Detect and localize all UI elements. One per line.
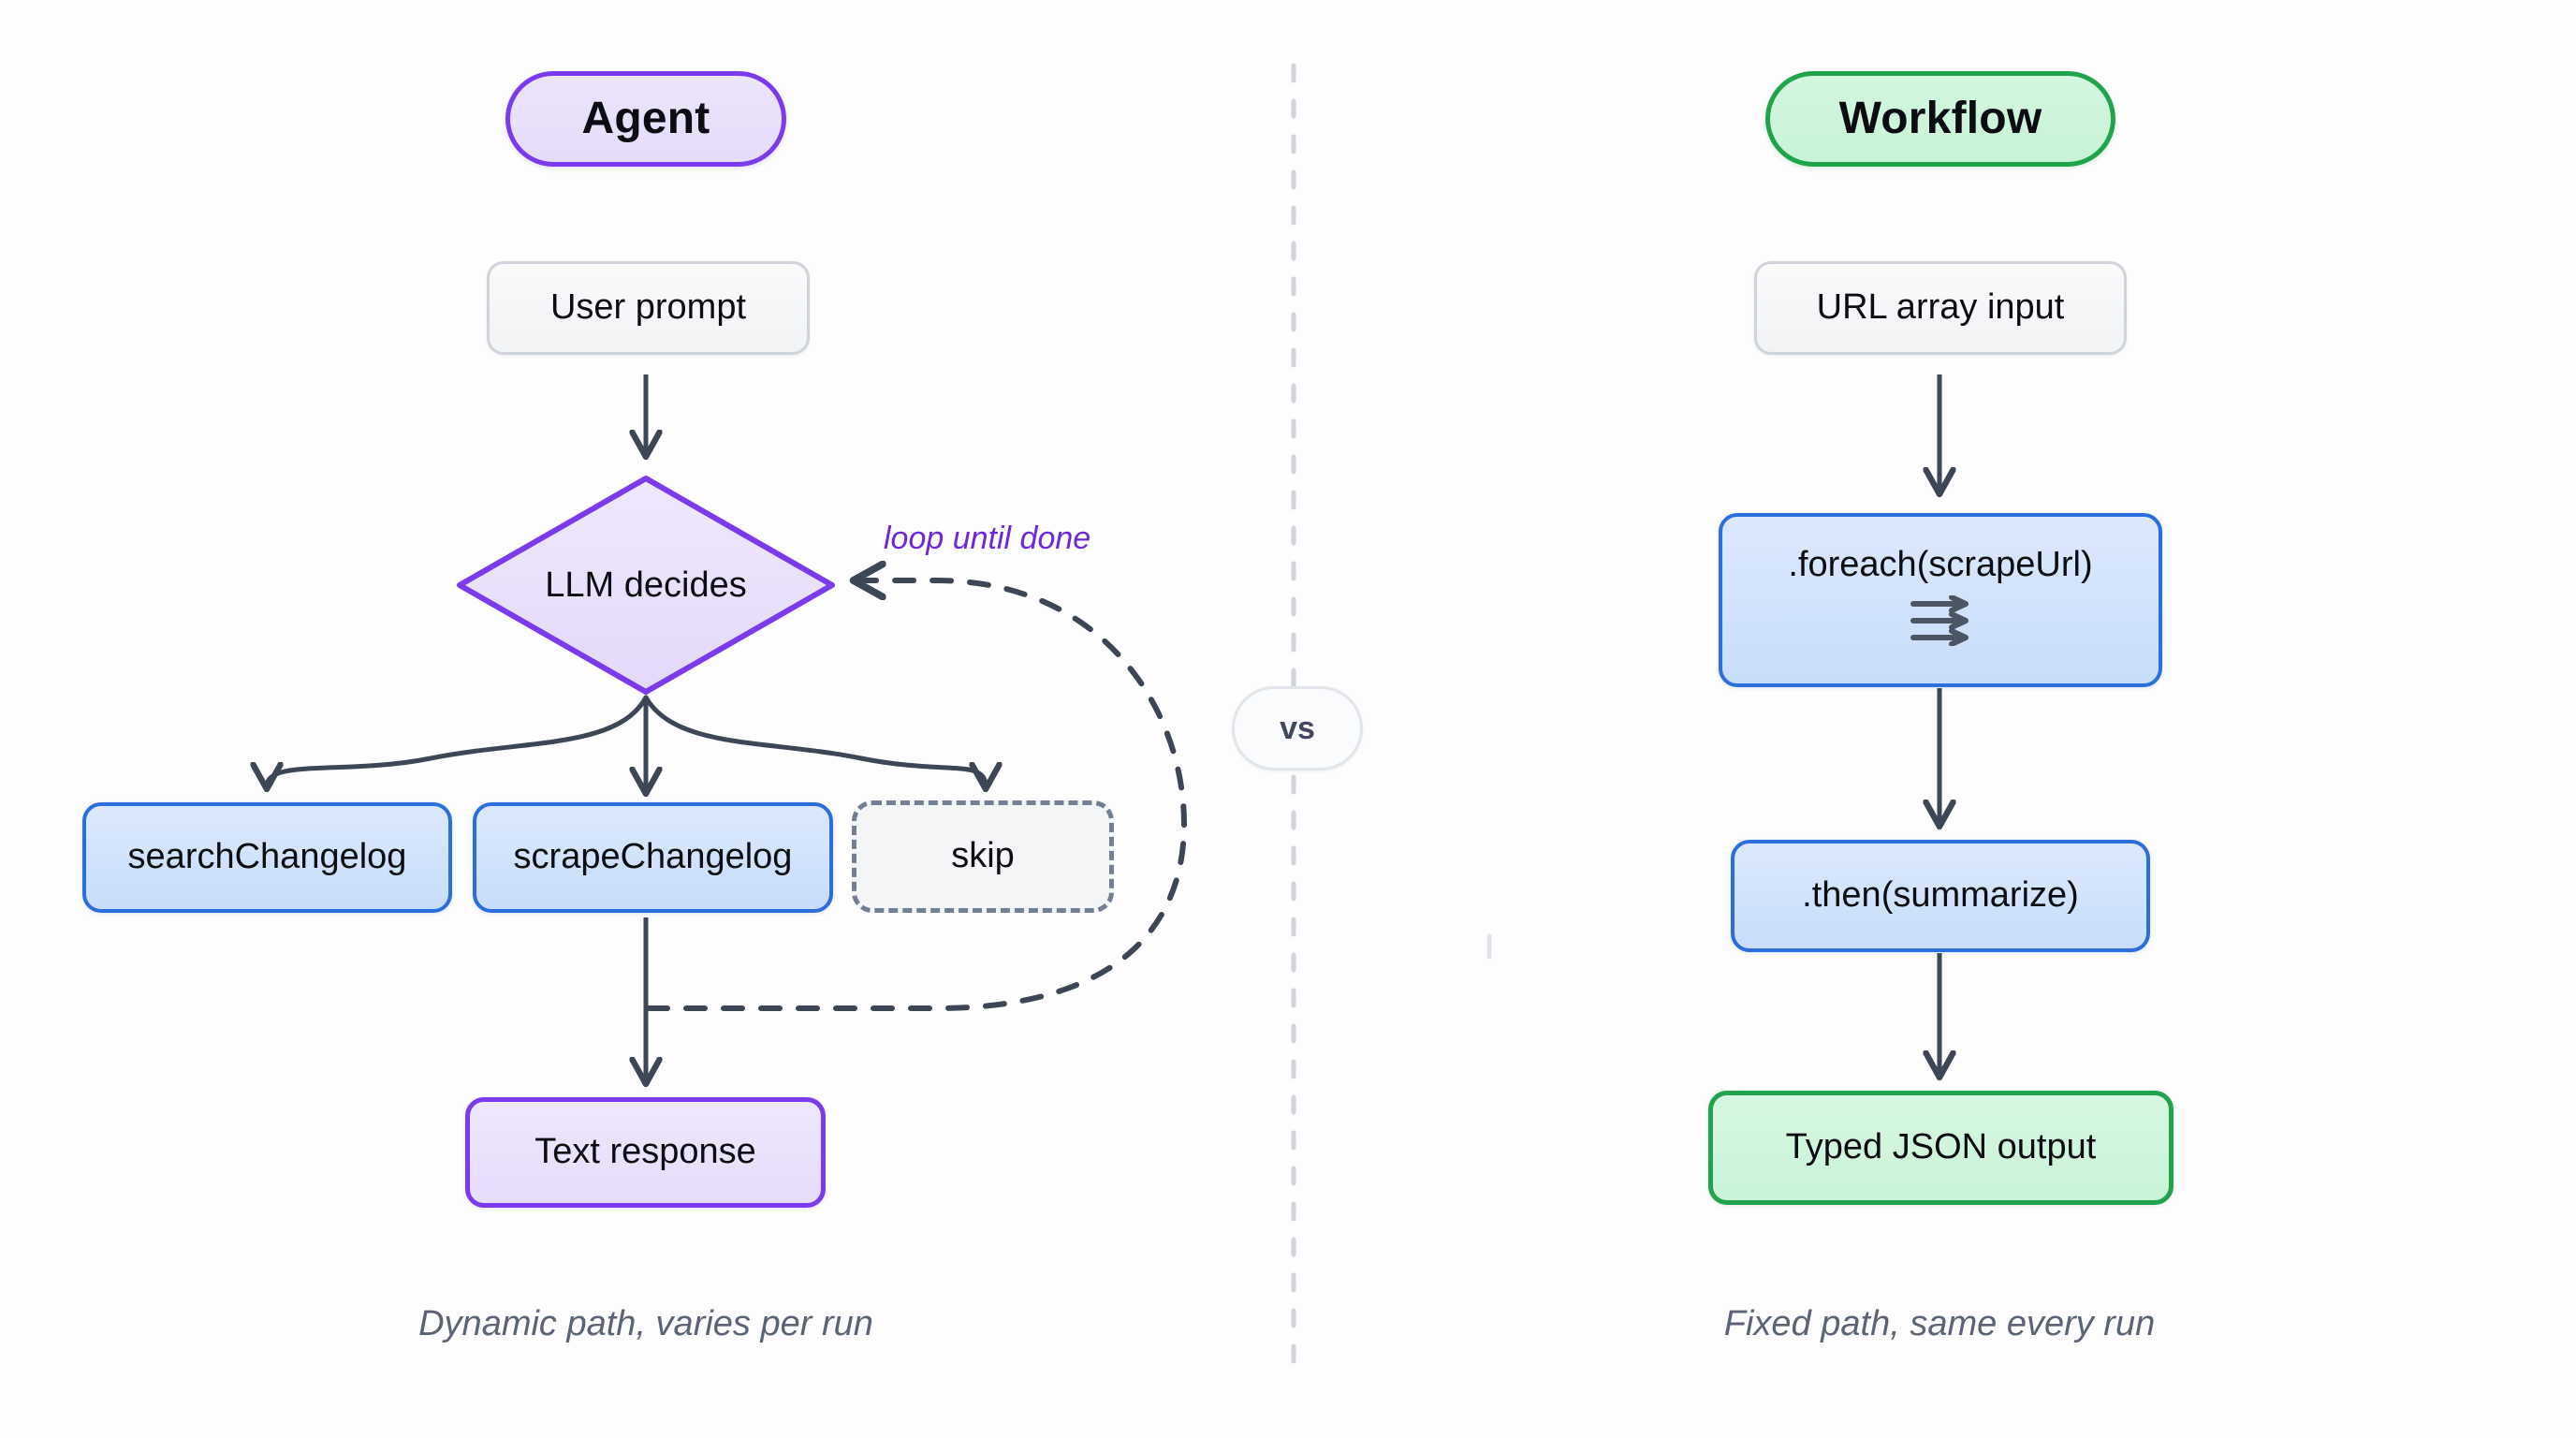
right-caption: Fixed path, same every run: [1723, 1304, 2156, 1343]
node-foreach-content: .foreach(scrapeUrl): [1788, 544, 2093, 656]
node-then-summarize[interactable]: .then(summarize): [1731, 840, 2150, 952]
node-text-response[interactable]: Text response: [465, 1097, 826, 1208]
stacked-arrows-icon: [1908, 594, 1973, 656]
node-llm-decides[interactable]: LLM decides: [454, 473, 838, 697]
node-then-summarize-label: .then(summarize): [1802, 875, 2079, 916]
workflow-header-pill: Workflow: [1765, 71, 2115, 167]
agent-header-label: Agent: [581, 94, 710, 144]
agent-header-pill: Agent: [505, 71, 786, 167]
node-text-response-label: Text response: [534, 1132, 756, 1172]
node-search-changelog-label: searchChangelog: [127, 837, 407, 877]
node-skip[interactable]: skip: [852, 800, 1114, 913]
edge-llm-to-search: [267, 695, 649, 786]
node-scrape-changelog[interactable]: scrapeChangelog: [473, 802, 833, 913]
loop-until-done-label: loop until done: [884, 521, 1091, 556]
node-foreach-scrape-url-label: .foreach(scrapeUrl): [1788, 544, 2093, 584]
node-search-changelog[interactable]: searchChangelog: [82, 802, 452, 913]
node-user-prompt-label: User prompt: [549, 287, 747, 328]
node-foreach-scrape-url[interactable]: .foreach(scrapeUrl): [1719, 513, 2162, 687]
node-user-prompt[interactable]: User prompt: [487, 261, 810, 355]
node-scrape-changelog-label: scrapeChangelog: [513, 837, 793, 877]
node-typed-json-output-label: Typed JSON output: [1785, 1127, 2097, 1167]
node-url-array-input[interactable]: URL array input: [1754, 261, 2127, 355]
edge-llm-to-skip: [643, 695, 986, 786]
vs-badge-label: vs: [1280, 710, 1315, 746]
node-typed-json-output[interactable]: Typed JSON output: [1708, 1091, 2174, 1205]
vs-badge: vs: [1232, 686, 1363, 770]
node-skip-label: skip: [951, 836, 1015, 876]
workflow-header-label: Workflow: [1838, 94, 2042, 144]
diamond-shape: [457, 476, 835, 695]
left-caption: Dynamic path, varies per run: [418, 1304, 873, 1343]
node-url-array-input-label: URL array input: [1816, 287, 2065, 328]
